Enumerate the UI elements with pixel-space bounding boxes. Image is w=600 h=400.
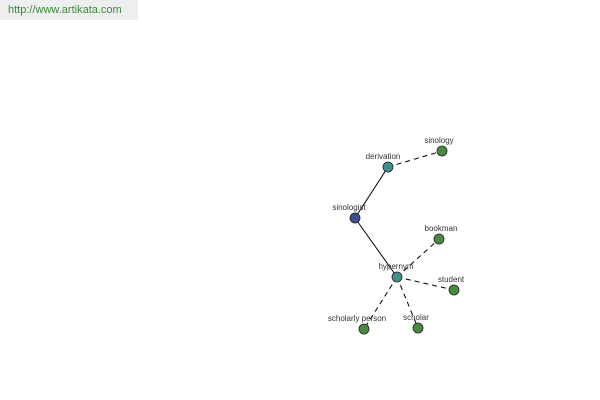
node-student[interactable] <box>448 284 460 296</box>
edge-hypernym-student <box>396 276 455 291</box>
label-sinologist: sinologist <box>332 203 366 212</box>
edge-derivation-sinology <box>387 150 443 168</box>
label-hypernym: hypernym <box>378 262 413 271</box>
label-sinology: sinology <box>424 136 453 145</box>
label-student: student <box>438 275 465 284</box>
label-derivation: derivation <box>366 152 401 161</box>
edge-sinologist-hypernym <box>354 217 398 278</box>
edge-sinologist-derivation <box>354 166 389 219</box>
node-hypernym[interactable] <box>391 271 403 283</box>
node-bookman[interactable] <box>433 233 445 245</box>
node-sinology[interactable] <box>436 145 448 157</box>
node-scholar[interactable] <box>412 322 424 334</box>
node-sinologist[interactable] <box>349 212 361 224</box>
edge-hypernym-scholarly-person <box>363 276 398 330</box>
label-scholarly-person: scholarly person <box>328 314 386 323</box>
label-bookman: bookman <box>425 224 458 233</box>
edge-hypernym-scholar <box>396 276 419 329</box>
node-derivation[interactable] <box>382 161 394 173</box>
site-url-link[interactable]: http://www.artikata.com <box>0 0 138 20</box>
node-scholarly-person[interactable] <box>358 323 370 335</box>
label-scholar: scholar <box>403 313 429 322</box>
edge-hypernym-bookman <box>396 238 440 278</box>
